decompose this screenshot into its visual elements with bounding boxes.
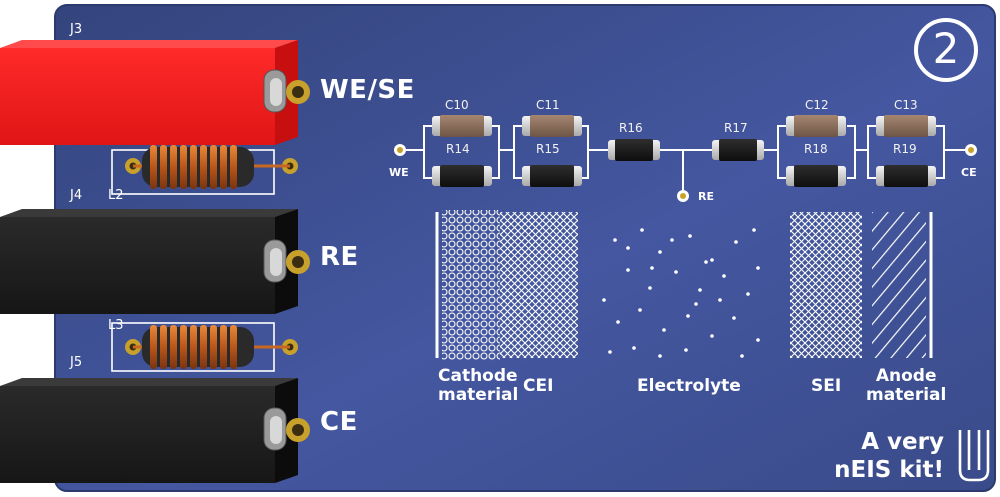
circuit-wiring xyxy=(403,125,968,190)
r15-reference: R15 xyxy=(536,142,560,156)
l3-reference: L3 xyxy=(108,318,124,333)
we-se-connector-label: WE/SE xyxy=(320,75,415,105)
sei-label: SEI xyxy=(811,376,842,396)
tagline-line1: A very xyxy=(861,429,944,455)
anode-illustration xyxy=(872,212,933,358)
r14-reference: R14 xyxy=(446,142,470,156)
anode-label-line1: Anode xyxy=(875,366,937,386)
node-ce-label: CE xyxy=(961,166,977,179)
inductor-l3 xyxy=(111,322,298,372)
j3-red-connector[interactable] xyxy=(0,40,310,145)
j5-reference: J5 xyxy=(70,355,83,370)
cathode-label-line2: material xyxy=(438,385,519,405)
c10-reference: C10 xyxy=(445,98,469,112)
c13-reference: C13 xyxy=(894,98,918,112)
l2-reference: L2 xyxy=(108,188,124,203)
anode-label-line2: material xyxy=(866,385,947,405)
smd-resistors xyxy=(432,139,936,187)
electrolyte-illustration xyxy=(602,228,760,358)
tagline-line2: nEIS kit! xyxy=(834,457,944,483)
j3-reference: J3 xyxy=(70,22,83,37)
cathode-material-label: Cathode material xyxy=(438,367,518,405)
cathode-label-line1: Cathode xyxy=(438,366,518,386)
r17-reference: R17 xyxy=(724,121,748,135)
node-re-label: RE xyxy=(698,190,714,203)
re-connector-label: RE xyxy=(320,242,359,272)
electrolyte-label: Electrolyte xyxy=(637,376,741,396)
tagline: A very nEIS kit! xyxy=(810,428,944,484)
r19-reference: R19 xyxy=(893,142,917,156)
node-pads xyxy=(394,144,977,202)
j4-reference: J4 xyxy=(70,188,83,203)
c12-reference: C12 xyxy=(805,98,829,112)
node-we-label: WE xyxy=(389,166,409,179)
j4-black-connector[interactable] xyxy=(0,209,310,314)
r18-reference: R18 xyxy=(804,142,828,156)
cathode-illustration xyxy=(435,210,500,360)
cei-label: CEI xyxy=(523,376,554,396)
c11-reference: C11 xyxy=(536,98,560,112)
cei-illustration xyxy=(500,212,578,358)
anode-material-label: Anode material xyxy=(866,367,946,405)
fork-logo-icon xyxy=(958,430,990,482)
board-number: 2 xyxy=(932,24,960,73)
board-number-badge xyxy=(914,18,978,82)
ce-connector-label: CE xyxy=(320,407,358,437)
j5-black-connector[interactable] xyxy=(0,378,310,483)
smd-capacitors xyxy=(432,115,936,137)
r16-reference: R16 xyxy=(619,121,643,135)
sei-illustration xyxy=(790,212,862,358)
inductor-l2 xyxy=(111,145,298,195)
